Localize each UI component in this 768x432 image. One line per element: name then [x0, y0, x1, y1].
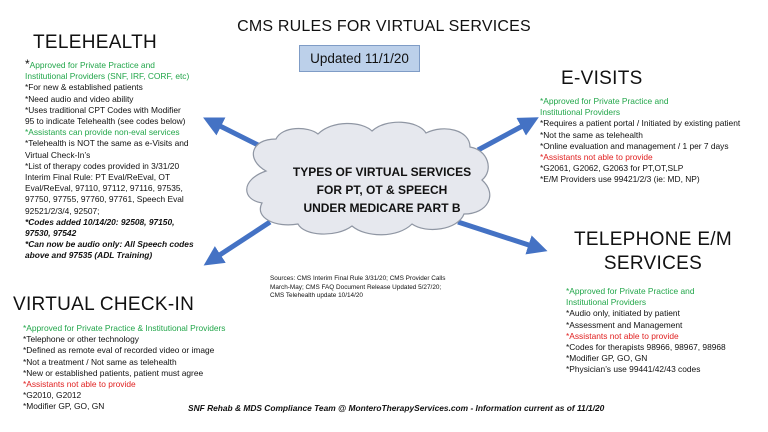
updated-date-badge: Updated 11/1/20 — [299, 45, 420, 72]
center-cloud-text: TYPES OF VIRTUAL SERVICES FOR PT, OT & S… — [262, 163, 502, 217]
main-title: CMS RULES FOR VIRTUAL SERVICES — [237, 18, 531, 35]
telehealth-line: 97530, 97542 — [25, 228, 77, 239]
evisits-details: *Approved for Private Practice and Insti… — [540, 96, 740, 186]
telehealth-line: *Need audio and video ability — [25, 93, 134, 104]
telehealth-line: Institutional Providers (SNF, IRF, CORF,… — [25, 71, 190, 82]
telephone-line: Institutional Providers — [566, 297, 647, 308]
telehealth-line: *Can now be audio only: All Speech codes — [25, 239, 194, 250]
sources-line: Sources: CMS Interim Final Rule 3/31/20;… — [270, 275, 446, 282]
evisits-line: *Approved for Private Practice and — [540, 96, 669, 106]
telephone-line: *Approved for Private Practice and — [566, 286, 695, 296]
arrow-to-telephone — [457, 219, 548, 255]
telehealth-line: Interim Final Rule: PT Eval/ReEval, OT — [25, 172, 171, 183]
telehealth-line: 92521/2/3/4, 92507; — [25, 205, 100, 216]
telephone-line: *Audio only, initiated by patient — [566, 308, 680, 319]
evisits-line: *Requires a patient portal / Initiated b… — [540, 118, 741, 129]
telehealth-line: *Assistants can provide non-eval service… — [25, 127, 180, 138]
checkin-line: *Telephone or other technology — [23, 334, 139, 345]
telephone-line: *Physician’s use 99441/42/43 codes — [566, 364, 701, 375]
evisits-line: *G2061, G2062, G2063 for PT,OT,SLP — [540, 163, 684, 174]
star-marker-icon: * — [25, 57, 30, 71]
telehealth-line: *List of therapy codes provided in 3/31/… — [25, 160, 180, 171]
telehealth-line: 95 to indicate Telehealth (see codes bel… — [25, 116, 186, 127]
checkin-line: *Modifier GP, GO, GN — [23, 401, 105, 412]
telehealth-line: *For new & established patients — [25, 82, 143, 93]
telephone-heading-line: SERVICES — [603, 253, 703, 274]
telehealth-line: *Uses traditional CPT Codes with Modifie… — [25, 104, 181, 115]
telehealth-line: Eval/ReEval, 97110, 97112, 97116, 97535, — [25, 183, 183, 194]
telehealth-line: 97750, 97755, 97760, 97761, Speech Eval — [25, 194, 184, 205]
telephone-line: *Assessment and Management — [566, 319, 683, 330]
telephone-heading: TELEPHONE E/M SERVICES — [550, 228, 756, 276]
checkin-line: *Approved for Private Practice & Institu… — [23, 323, 226, 333]
arrow-to-checkin — [203, 219, 272, 266]
checkin-line: *Defined as remote eval of recorded vide… — [23, 345, 215, 356]
checkin-line: *Not a treatment / Not same as telehealt… — [23, 356, 177, 367]
center-line: UNDER MEDICARE PART B — [303, 201, 461, 215]
telehealth-heading: TELEHEALTH — [33, 32, 158, 53]
telehealth-line: above and 97535 (ADL Training) — [25, 250, 153, 261]
telehealth-details: *Approved for Private Practice and Insti… — [25, 57, 194, 262]
evisits-heading: E-VISITS — [561, 68, 643, 89]
sources-line: March-May; CMS FAQ Document Release Upda… — [270, 283, 442, 291]
sources-line: CMS Telehealth update 10/14/20 — [270, 292, 363, 300]
evisits-line: *Not the same as telehealth — [540, 129, 643, 140]
telephone-line: *Codes for therapists 98966, 98967, 9896… — [566, 342, 726, 353]
telehealth-line: *Telehealth is NOT the same as e-Visits … — [25, 138, 189, 149]
telehealth-line: *Codes added 10/14/20: 92508, 97150, — [25, 216, 175, 227]
telephone-line: *Modifier GP, GO, GN — [566, 353, 648, 364]
center-line: FOR PT, OT & SPEECH — [316, 183, 448, 197]
center-cloud-shape — [246, 121, 491, 236]
evisits-line: *Online evaluation and management / 1 pe… — [540, 140, 729, 151]
checkin-line: *New or established patients, patient mu… — [23, 367, 204, 378]
checkin-line: *G2010, G2012 — [23, 390, 82, 401]
checkin-line: *Assistants not able to provide — [23, 379, 136, 390]
telephone-details: *Approved for Private Practice and Insti… — [566, 286, 726, 376]
telehealth-line: *Approved for Private Practice and — [25, 57, 155, 71]
checkin-heading: VIRTUAL CHECK-IN — [13, 294, 195, 315]
footer-text: SNF Rehab & MDS Compliance Team @ Monter… — [188, 403, 605, 413]
checkin-details: *Approved for Private Practice & Institu… — [23, 323, 226, 413]
telephone-heading-line: TELEPHONE E/M — [573, 229, 733, 250]
sources-note: Sources: CMS Interim Final Rule 3/31/20;… — [270, 275, 445, 301]
evisits-line: Institutional Providers — [540, 107, 621, 118]
evisits-line: *Assistants not able to provide — [540, 152, 653, 163]
evisits-line: *E/M Providers use 99421/2/3 (ie: MD, NP… — [540, 174, 700, 185]
telehealth-line: Virtual Check-In’s — [25, 149, 91, 160]
arrow-to-evisits — [476, 117, 539, 153]
telephone-line: *Assistants not able to provide — [566, 330, 679, 341]
center-line: TYPES OF VIRTUAL SERVICES — [292, 165, 472, 179]
